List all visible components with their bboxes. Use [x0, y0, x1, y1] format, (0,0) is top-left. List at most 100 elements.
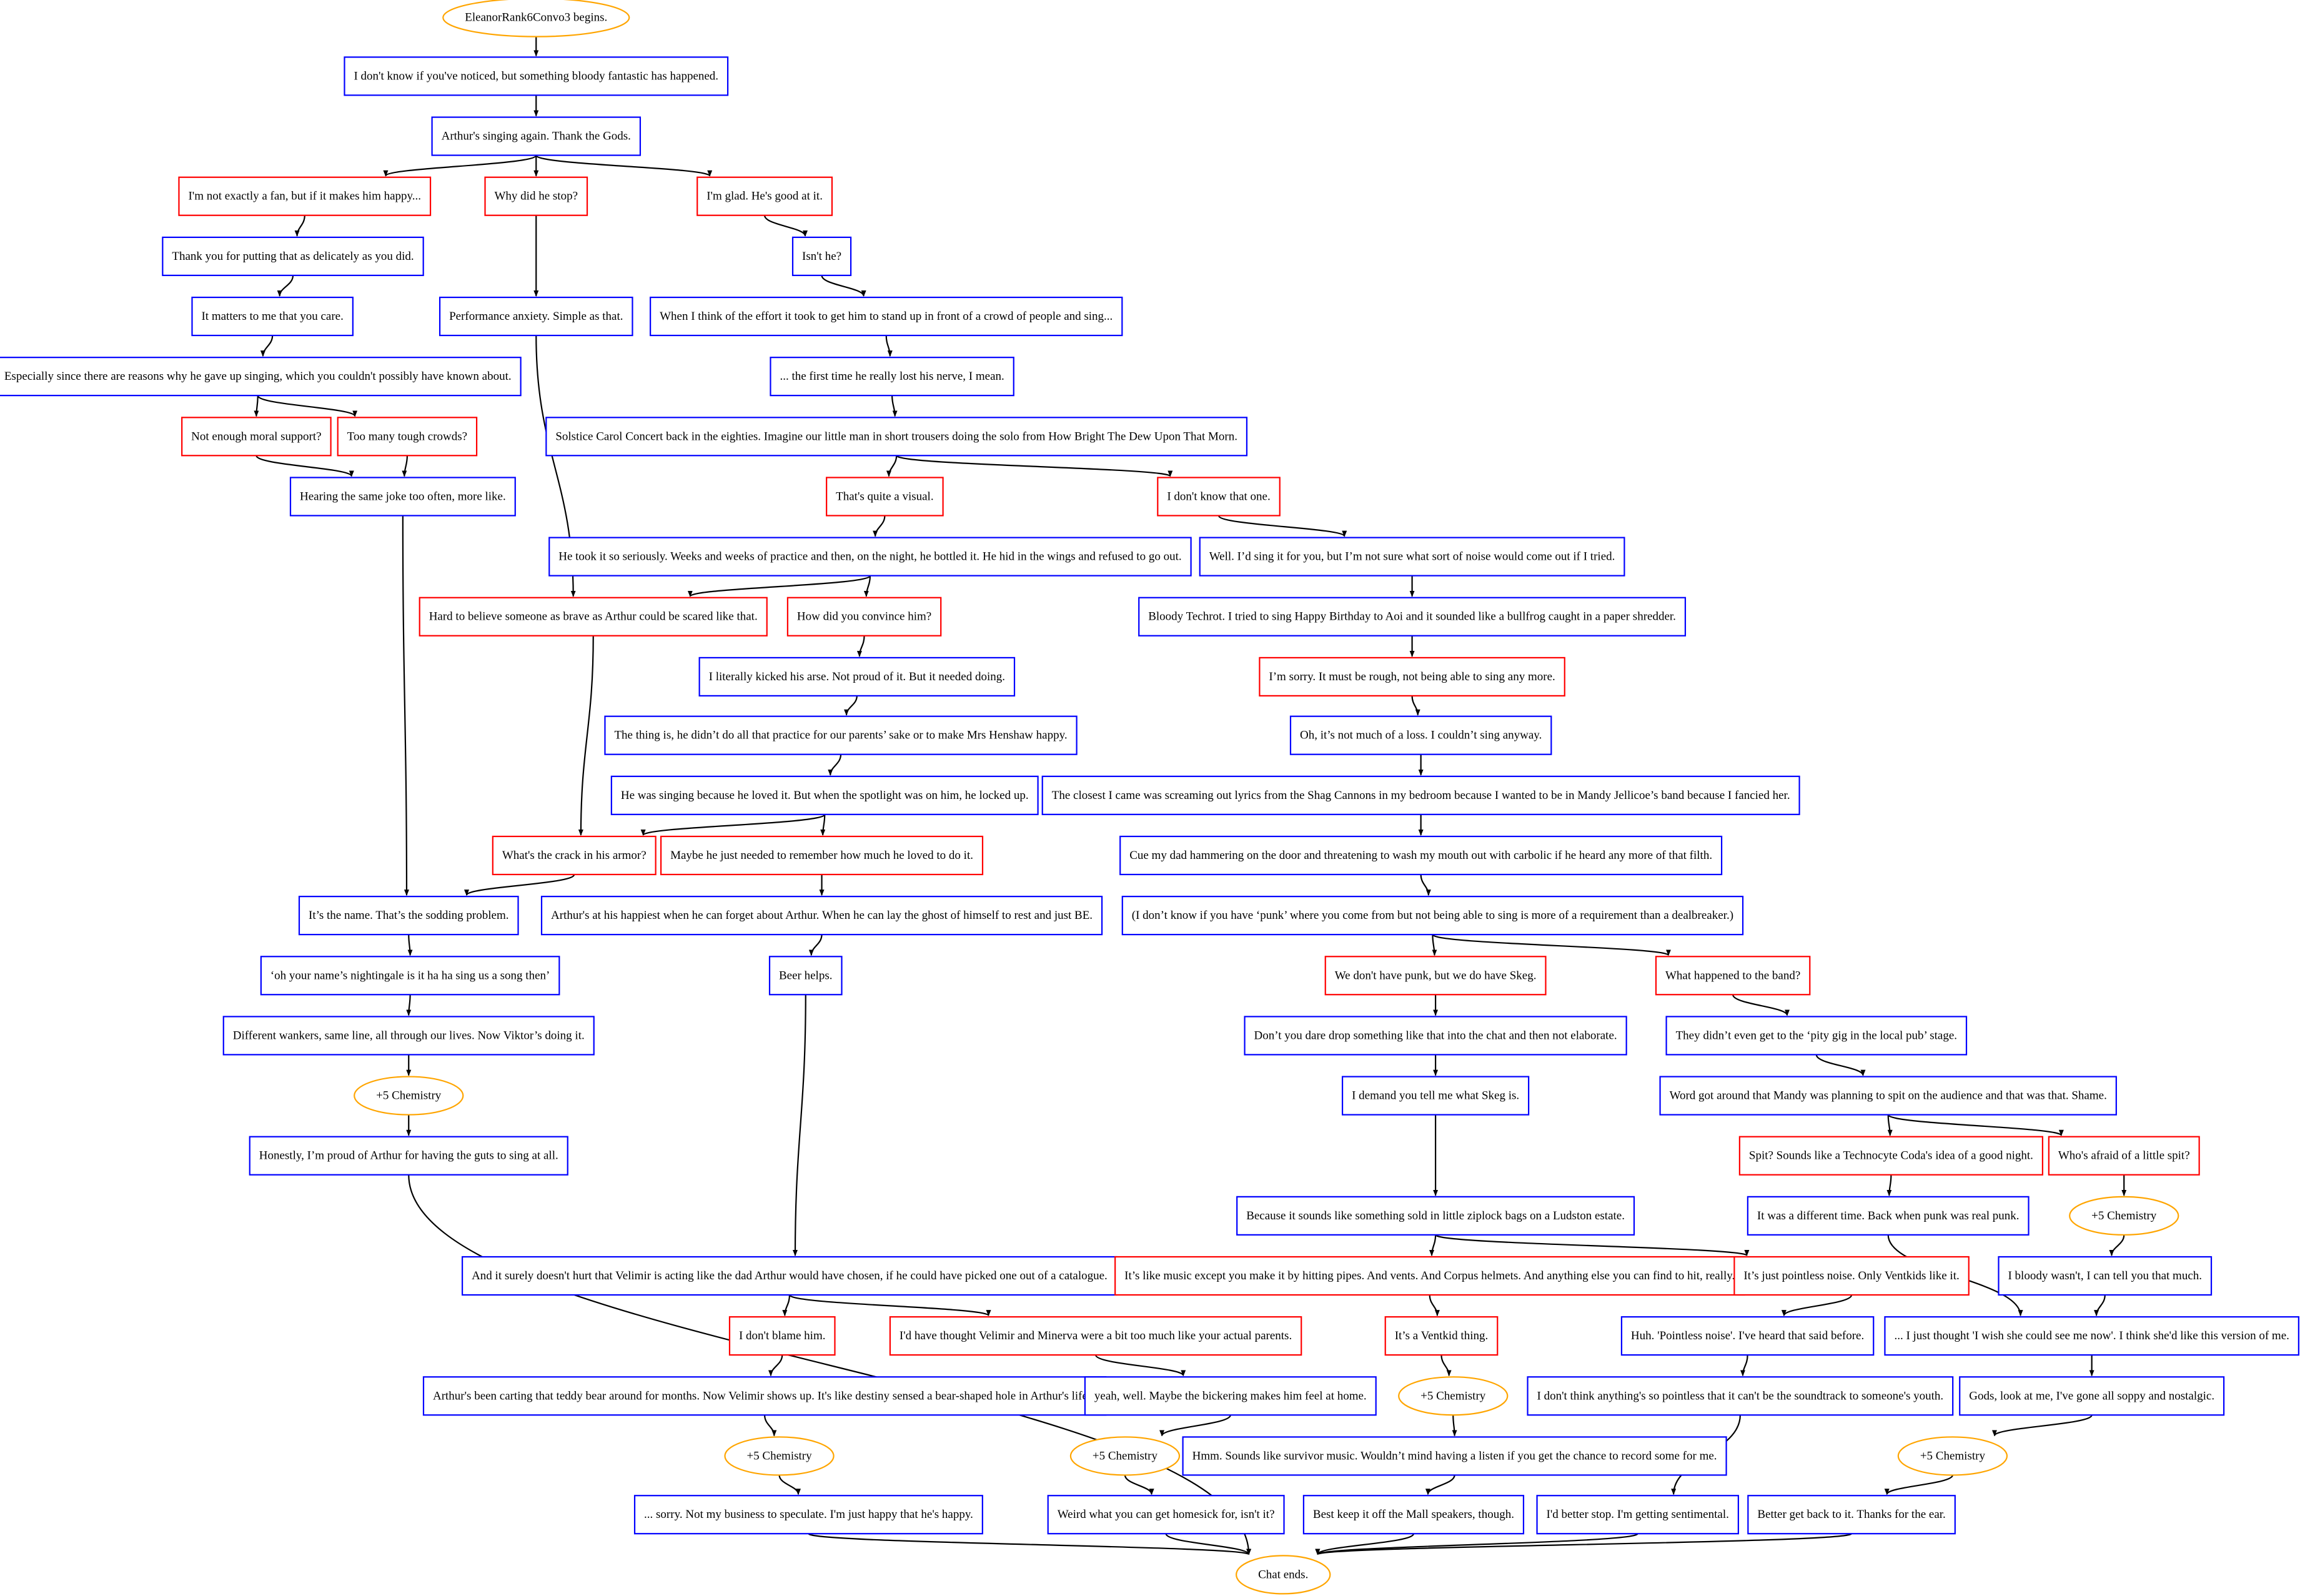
npc-line-n_esp: Especially since there are reasons why h… [0, 357, 522, 397]
node-label: Hmm. Sounds like survivor music. Wouldn’… [1192, 1449, 1717, 1462]
edge-n_loved-to-p_remember [820, 814, 826, 836]
node-label: Cue my dad hammering on the door and thr… [1129, 849, 1712, 862]
edge-n_esp-to-p_moral [254, 395, 259, 417]
edge-n_spitword-to-p_spit [1887, 1114, 1893, 1136]
player-choice-p_ventkid: It’s a Ventkid thing. [1384, 1316, 1499, 1356]
npc-line-n_well: Well. I’d sing it for you, but I’m not s… [1199, 537, 1625, 577]
event-node-e_chem5: +5 Chemistry [1398, 1376, 1509, 1416]
node-box [178, 176, 432, 216]
edge-p_ventkid-to-e_chem5 [1440, 1355, 1452, 1377]
edge-n_proud-to-end [408, 1174, 1252, 1555]
player-choice-p_fan: I'm not exactly a fan, but if it makes h… [178, 176, 432, 216]
node-label: He was singing because he loved it. But … [621, 789, 1029, 802]
node-label: +5 Chemistry [1093, 1449, 1158, 1462]
node-label: I bloody wasn't, I can tell you that muc… [2008, 1269, 2202, 1282]
node-box [1157, 477, 1281, 517]
node-box [698, 657, 1016, 696]
event-node-e_chem4: +5 Chemistry [1897, 1436, 2008, 1476]
npc-line-n_kicked: I literally kicked his arse. Not proud o… [698, 657, 1016, 696]
node-label: I don't know that one. [1167, 490, 1270, 503]
node-label: +5 Chemistry [2091, 1209, 2157, 1222]
edge-n_punk-to-p_band [1432, 934, 1671, 956]
node-box [1747, 1196, 2030, 1236]
node-box [768, 956, 843, 996]
node-label: Best keep it off the Mall speakers, thou… [1313, 1508, 1514, 1521]
edge-n_teddy-to-e_chem3 [763, 1415, 777, 1437]
edge-p_fan-to-n_thank [294, 215, 305, 237]
node-label: Not enough moral support? [191, 430, 321, 443]
node-label: Maybe he just needed to remember how muc… [670, 849, 973, 862]
node-ellipse [1236, 1555, 1331, 1595]
node-label: I literally kicked his arse. Not proud o… [709, 670, 1005, 683]
edge-n_kicked-to-n_thing [844, 695, 858, 716]
player-choice-p_pointless: It’s just pointless noise. Only Ventkids… [1733, 1256, 1970, 1296]
node-label: Arthur's singing again. Thank the Gods. [442, 130, 631, 143]
node-box [431, 116, 642, 156]
node-box [1620, 1316, 1875, 1356]
node-label: Thank you for putting that as delicately… [172, 250, 414, 263]
edge-n2-to-p_glad [535, 154, 713, 177]
edge-n_solstice-to-p_dontknow [896, 455, 1173, 477]
node-box [545, 417, 1248, 457]
node-label: Hearing the same joke too often, more li… [300, 490, 506, 503]
node-ellipse [2069, 1196, 2179, 1236]
player-choice-p_glad: I'm glad. He's good at it. [696, 176, 833, 216]
node-box [604, 715, 1078, 755]
node-label: The closest I came was screaming out lyr… [1052, 789, 1790, 802]
node-ellipse [1069, 1436, 1181, 1476]
node-label: I’m sorry. It must be rough, not being a… [1269, 670, 1555, 683]
node-label: It was a different time. Back when punk … [1757, 1209, 2020, 1222]
node-box [0, 357, 522, 397]
edge-p_crack-to-n_name [464, 874, 575, 896]
node-box [1384, 1316, 1499, 1356]
node-box [728, 1316, 836, 1356]
node-box [1341, 1076, 1530, 1116]
npc-line-n_stop: I'd better stop. I'm getting sentimental… [1536, 1495, 1739, 1535]
npc-line-n_different: It was a different time. Back when punk … [1747, 1196, 2030, 1236]
node-label: It’s just pointless noise. Only Ventkids… [1743, 1269, 1959, 1282]
node-label: He took it so seriously. Weeks and weeks… [558, 550, 1181, 563]
node-label: ‘oh your name’s nightingale is it ha ha … [270, 969, 550, 982]
node-box [1084, 1376, 1377, 1416]
npc-line-n_hearing: Hearing the same joke too often, more li… [289, 477, 516, 517]
edge-n_velimir-to-p_blame [782, 1294, 791, 1317]
node-box [1536, 1495, 1739, 1535]
edge-n_matters-to-n_esp [260, 335, 274, 357]
node-box [439, 296, 633, 337]
node-label: +5 Chemistry [1920, 1449, 1986, 1462]
player-choice-p_dontknow: I don't know that one. [1157, 477, 1281, 517]
node-label: I don't know if you've noticed, but some… [354, 69, 718, 82]
npc-line-n_seriously: He took it so seriously. Weeks and weeks… [548, 537, 1192, 577]
node-label: I'm not exactly a fan, but if it makes h… [188, 190, 421, 203]
node-box [492, 835, 657, 876]
node-label: What happened to the band? [1665, 969, 1800, 982]
node-box [1738, 1136, 2044, 1176]
edge-p_tough-to-n_hearing [402, 455, 409, 477]
edge-n_happiest-to-n_beer [808, 934, 823, 956]
player-choice-p_convince: How did you convince him? [786, 597, 942, 637]
node-box [1199, 537, 1625, 577]
node-ellipse [724, 1436, 835, 1476]
edge-n_ziplock-to-p_pointless [1435, 1234, 1750, 1257]
node-label: When I think of the effort it took to ge… [660, 310, 1113, 323]
node-box [770, 357, 1014, 397]
edge-n_isnt-to-n_effort [821, 275, 866, 297]
node-box [1747, 1495, 1956, 1535]
node-box [889, 1316, 1302, 1356]
node-box [1182, 1436, 1727, 1476]
node-label: Huh. 'Pointless noise'. I've heard that … [1631, 1329, 1864, 1342]
node-box [260, 956, 560, 996]
node-box [1236, 1196, 1635, 1236]
node-box [1302, 1495, 1525, 1535]
player-choice-p_afraid: Who's afraid of a little spit? [2048, 1136, 2200, 1176]
npc-line-n_first: ... the first time he really lost his ne… [770, 357, 1014, 397]
player-choice-p_blame: I don't blame him. [728, 1316, 836, 1356]
npc-line-n_solstice: Solstice Carol Concert back in the eight… [545, 417, 1248, 457]
edge-n_velimir-to-p_parents [788, 1294, 991, 1317]
node-label: Bloody Techrot. I tried to sing Happy Bi… [1148, 610, 1676, 623]
edge-n_first-to-n_solstice [891, 395, 898, 417]
node-label: What's the crack in his armor? [502, 849, 647, 862]
node-box [344, 56, 729, 96]
node-ellipse [354, 1076, 464, 1116]
edge-n_spitword-to-p_afraid [1887, 1114, 2064, 1136]
